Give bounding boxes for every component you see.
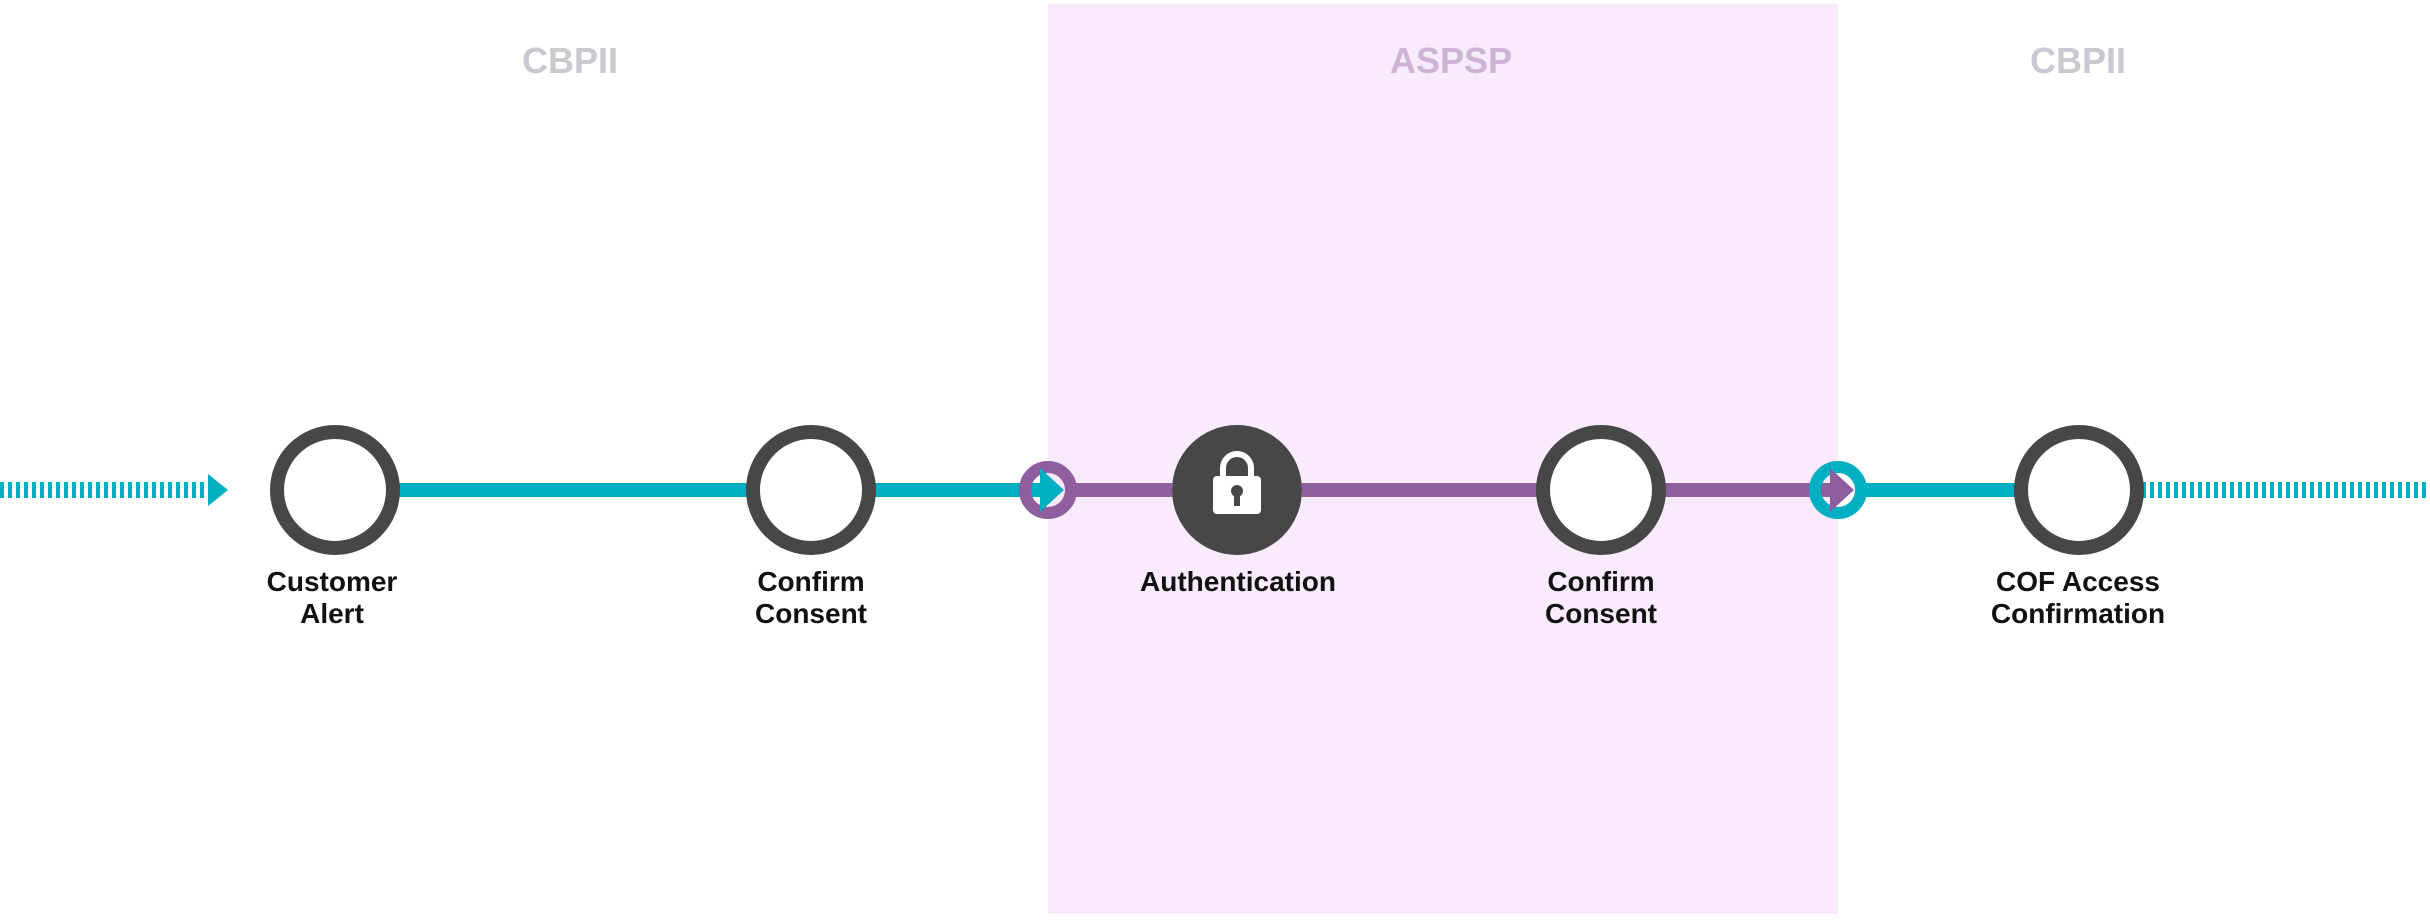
- step-node-customer-alert: [270, 425, 400, 555]
- arrow-out-of-aspsp-icon: [1830, 468, 1854, 512]
- arrow-into-aspsp-icon: [1040, 468, 1064, 512]
- boundary-ring-in: [1019, 461, 1077, 519]
- step-node-confirm-consent-aspsp: [1536, 425, 1666, 555]
- aspsp-zone: [1048, 4, 1838, 914]
- zone-label-cbpii-left: CBPII: [521, 40, 618, 81]
- step-node-cof-access-confirmation: [2014, 425, 2144, 555]
- step-node-confirm-consent-cbpii: [746, 425, 876, 555]
- zone-label-aspsp: ASPSP: [1389, 40, 1513, 81]
- lock-icon: [1213, 451, 1261, 514]
- zone-label-cbpii-right: CBPII: [2029, 40, 2126, 81]
- incoming-arrow-icon: [208, 474, 228, 506]
- step-label-authentication: Authentication: [1140, 566, 1336, 597]
- step-node-authentication: [1172, 425, 1302, 555]
